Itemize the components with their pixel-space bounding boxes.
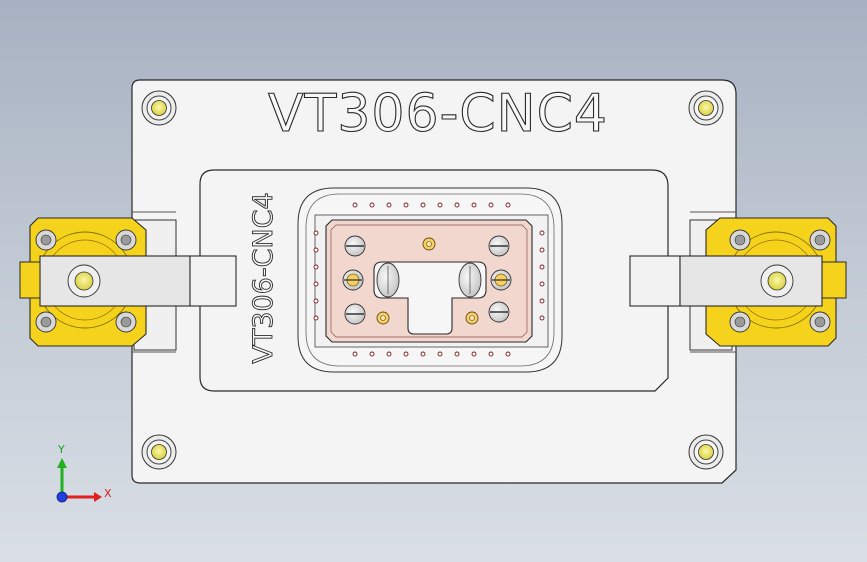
toggle-clamp-left[interactable] <box>19 217 237 351</box>
insert-cutout <box>373 261 487 335</box>
insert-screw-mid-right[interactable] <box>490 269 512 291</box>
clamp-screw-right-br <box>809 311 831 333</box>
triad-x-label: X <box>104 487 112 500</box>
insert-screw-bottom-left[interactable] <box>344 303 366 325</box>
locating-pin-top <box>422 237 436 251</box>
engraving-side-text: VT306-CNC4 <box>248 192 279 363</box>
nest-hole-pattern <box>313 202 545 357</box>
engraving-main-text: VT306-CNC4 <box>268 84 608 144</box>
corner-bolt-top-right[interactable] <box>688 90 724 126</box>
clamp-screw-right-tl <box>729 229 751 251</box>
toggle-clamp-right[interactable] <box>629 217 847 351</box>
clamp-screw-left-bl <box>35 311 57 333</box>
clamp-arm-left <box>39 255 191 307</box>
corner-bolt-bottom-right[interactable] <box>688 434 724 470</box>
locating-pin-left <box>376 311 390 325</box>
corner-bolt-bottom-left[interactable] <box>141 434 177 470</box>
z-axis-icon <box>56 491 68 503</box>
triad-y-label: Y <box>57 443 65 456</box>
clamp-screw-left-tl <box>35 229 57 251</box>
clamp-screw-left-br <box>115 311 137 333</box>
insert-screw-top-right[interactable] <box>488 235 510 257</box>
coordinate-triad[interactable]: X Y <box>56 443 112 503</box>
clamp-screw-right-bl <box>729 311 751 333</box>
locating-pin-right <box>465 311 479 325</box>
clamp-arm-right <box>679 255 823 307</box>
clamp-screw-right-tr <box>809 229 831 251</box>
insert-screw-mid-left[interactable] <box>342 269 364 291</box>
clamp-screw-left-tr <box>115 229 137 251</box>
insert-screw-top-left[interactable] <box>344 235 366 257</box>
insert-screw-bottom-right[interactable] <box>488 301 510 323</box>
corner-bolt-top-left[interactable] <box>141 90 177 126</box>
